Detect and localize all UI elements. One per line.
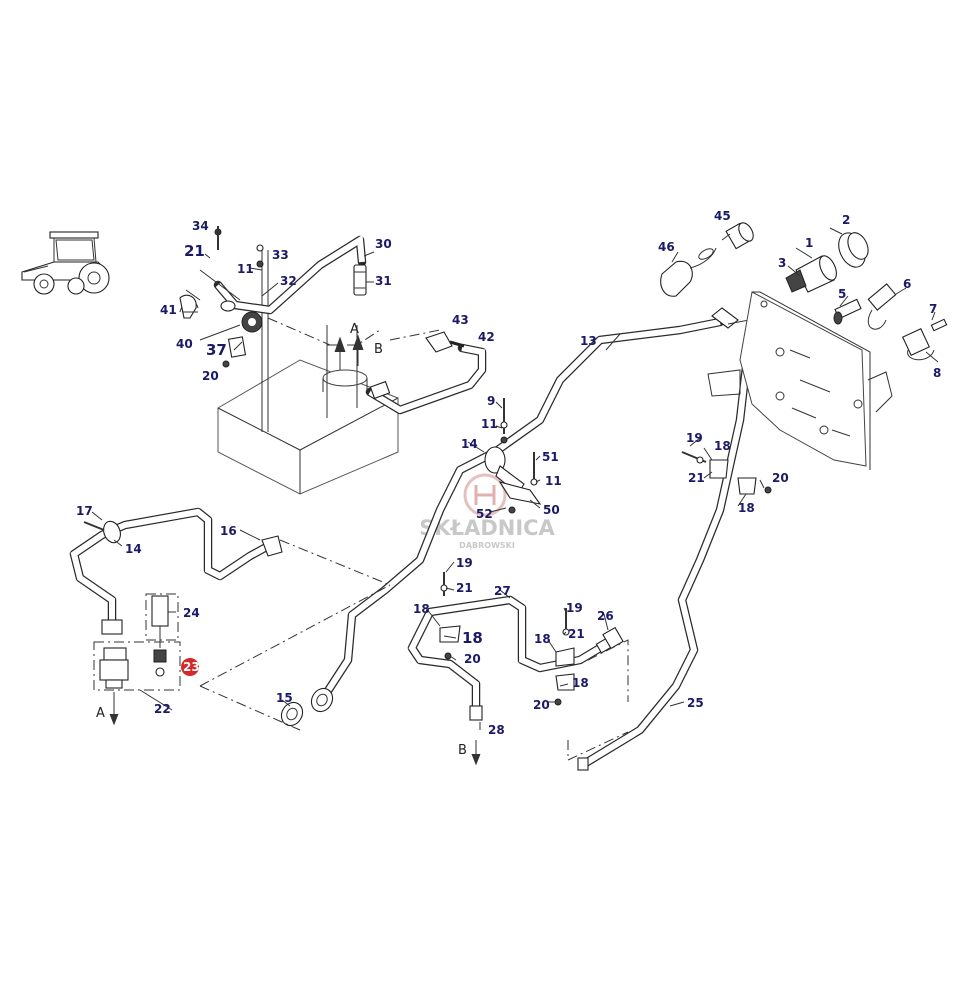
coupler-45-icon [698,222,754,260]
callout-7[interactable]: 7 [929,302,937,316]
watermark-title: SKŁADNICA [419,516,555,540]
coupler-5-icon [833,298,862,325]
callout-19[interactable]: 19 [456,556,473,570]
callout-21d[interactable]: 21 [688,471,705,485]
callout-34[interactable]: 34 [192,219,209,233]
callout-14[interactable]: 14 [461,437,478,451]
callout-20c[interactable]: 20 [533,698,550,712]
fitting-31-icon [353,264,367,296]
callout-21c[interactable]: 21 [568,627,585,641]
mounting-bracket-icon [707,291,893,470]
elbow-43-icon [425,331,465,353]
callout-33[interactable]: 33 [272,248,289,262]
callout-30[interactable]: 30 [375,237,392,251]
arrow-label-a2: A [96,706,105,721]
callout-42[interactable]: 42 [478,330,495,344]
callout-31[interactable]: 31 [375,274,392,288]
bracket-50-icon [498,481,542,505]
callout-24[interactable]: 24 [183,606,200,620]
callout-17[interactable]: 17 [76,504,93,518]
callout-18c[interactable]: 18 [534,632,551,646]
callout-18e[interactable]: 18 [714,439,731,453]
callout-15[interactable]: 15 [276,691,293,705]
coupler-1-icon [785,255,837,293]
callout-13[interactable]: 13 [580,334,597,348]
callout-19b[interactable]: 19 [566,601,583,615]
callout-3[interactable]: 3 [778,256,786,270]
callout-52[interactable]: 52 [476,507,493,521]
watermark-subtitle: DĄBROWSKI [459,541,515,550]
callout-18f[interactable]: 18 [738,501,755,515]
coupler-6-icon [867,283,897,330]
callout-51[interactable]: 51 [542,450,559,464]
callout-11[interactable]: 11 [237,262,254,276]
banjo-fitting-icon [179,226,264,368]
callout-37[interactable]: 37 [206,341,227,359]
coupling-15-icon [280,687,334,727]
callout-8[interactable]: 8 [933,366,941,380]
callout-21[interactable]: 21 [184,242,205,260]
callout-20d[interactable]: 20 [772,471,789,485]
callout-27[interactable]: 27 [494,584,511,598]
fitting-26-icon [595,626,624,654]
callout-23[interactable]: 23 [183,660,200,674]
callout-14b[interactable]: 14 [125,542,142,556]
callout-16[interactable]: 16 [220,524,237,538]
arrow-label-b2: B [458,743,467,758]
fitting-28-icon [469,705,483,721]
callout-18d[interactable]: 18 [572,676,589,690]
callout-20b[interactable]: 20 [464,652,481,666]
callout-28[interactable]: 28 [488,723,505,737]
callout-50[interactable]: 50 [543,503,560,517]
callout-9[interactable]: 9 [487,394,495,408]
callout-40[interactable]: 40 [176,337,193,351]
tractor-icon [21,231,110,295]
callout-18[interactable]: 18 [413,602,430,616]
dust-cap-2-icon [838,232,869,268]
valve-24-icon [151,595,169,677]
callout-41[interactable]: 41 [160,303,177,317]
callout-6[interactable]: 6 [903,277,911,291]
callout-43[interactable]: 43 [452,313,469,327]
callout-20[interactable]: 20 [202,369,219,383]
arrow-label-a: A [350,322,359,337]
watermark-logo [463,473,507,517]
callout-11b[interactable]: 11 [481,417,498,431]
callout-11c[interactable]: 11 [545,474,562,488]
adapter-22-icon [99,647,129,689]
dust-cap-46-icon [660,247,717,297]
callout-21b[interactable]: 21 [456,581,473,595]
callout-22[interactable]: 22 [154,702,171,716]
callout-5[interactable]: 5 [838,287,846,301]
callout-1[interactable]: 1 [805,236,813,250]
arrow-label-b: B [374,342,383,357]
dust-cap-8-icon [901,327,935,361]
callout-45[interactable]: 45 [714,209,731,223]
callout-32[interactable]: 32 [280,274,297,288]
callout-25[interactable]: 25 [687,696,704,710]
fuel-tank [217,359,399,495]
coupler-7-icon [930,318,948,332]
callout-19c[interactable]: 19 [686,431,703,445]
callout-2[interactable]: 2 [842,213,850,227]
highlight-23-badge[interactable] [181,658,199,676]
callout-46[interactable]: 46 [658,240,675,254]
callout-26[interactable]: 26 [597,609,614,623]
callout-18b[interactable]: 18 [462,629,483,647]
